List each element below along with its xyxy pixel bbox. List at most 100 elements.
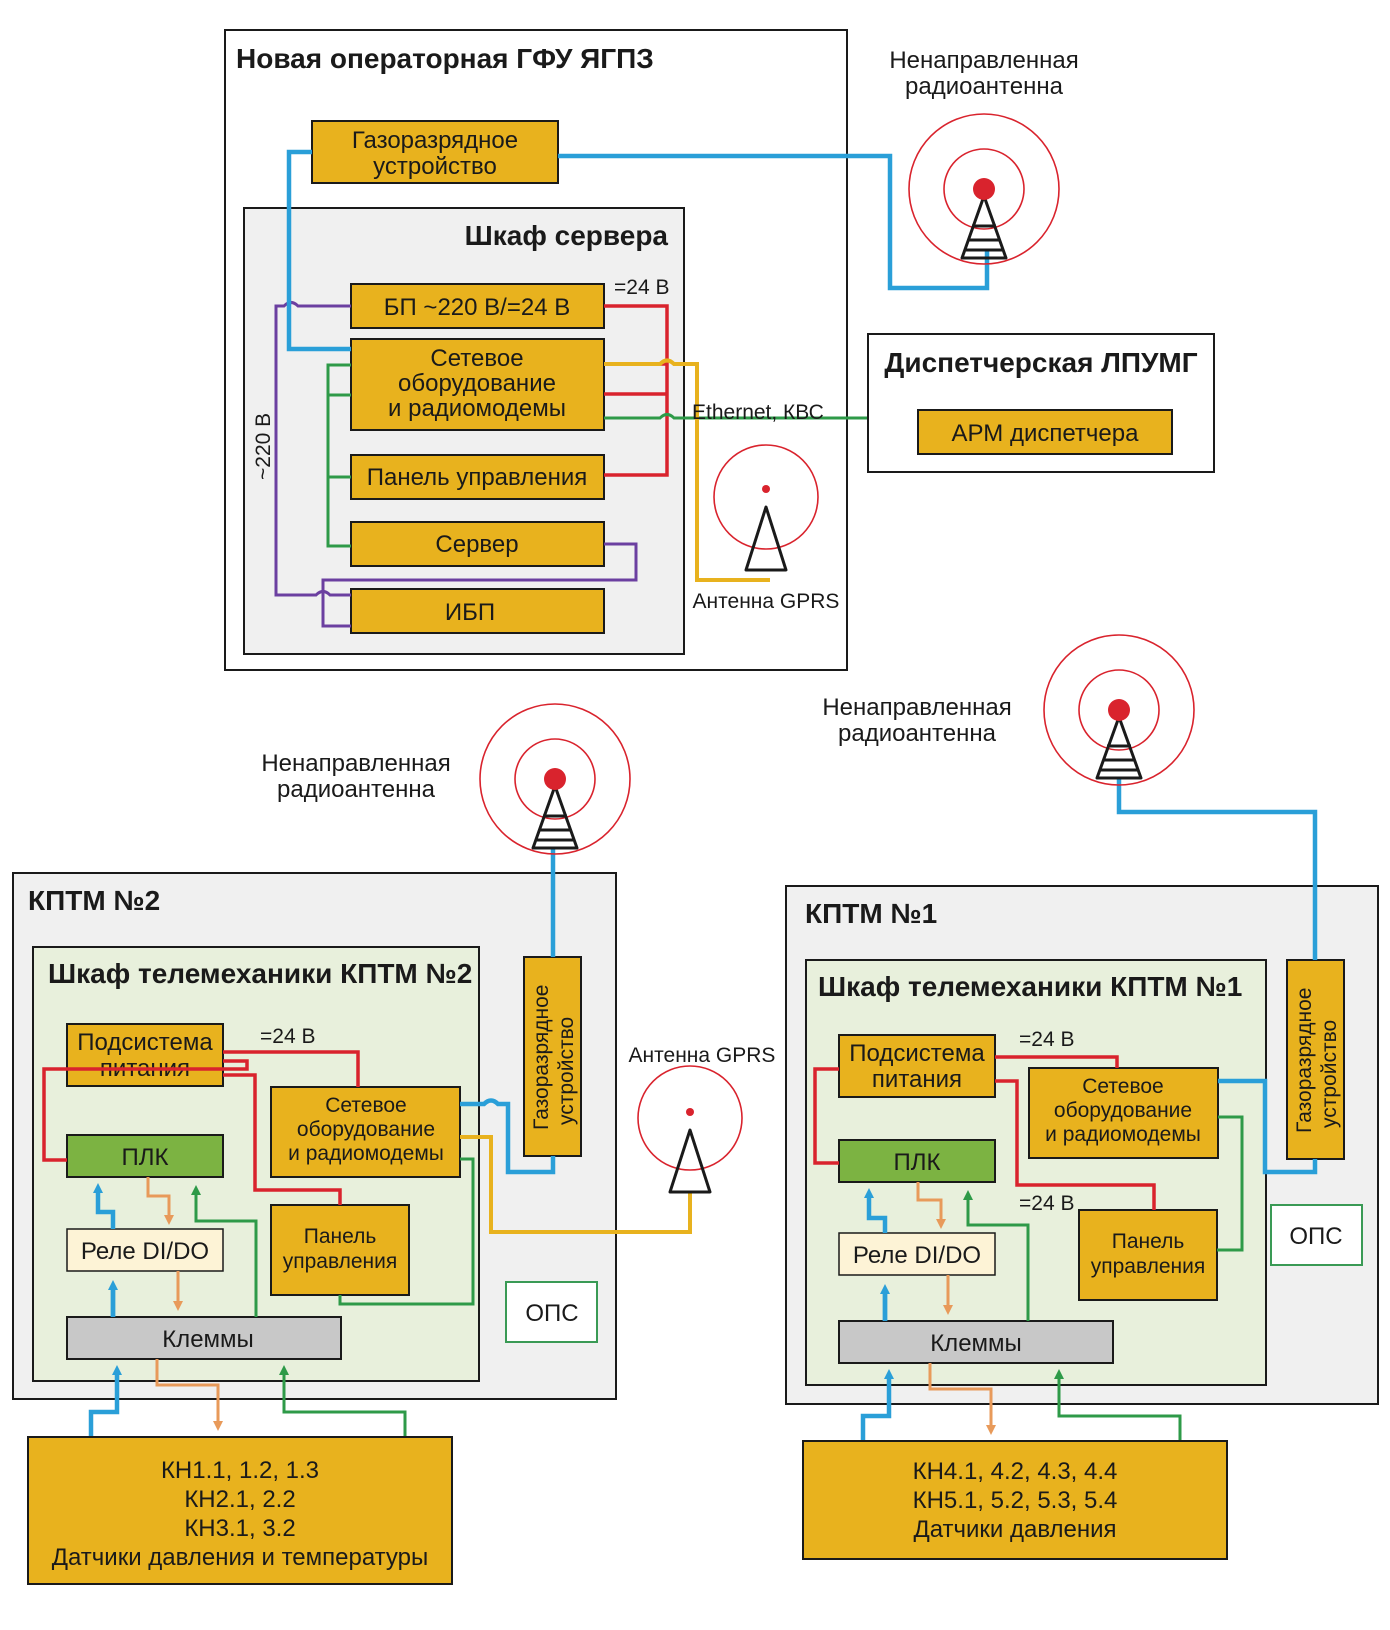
kptm2-network-line2: оборудование: [297, 1118, 435, 1141]
kptm2-radio-antenna: [479, 703, 631, 855]
gfu-antenna-dot: [973, 178, 995, 200]
kptm1-network-box: [1028, 1067, 1219, 1159]
server-label: Сервер: [435, 531, 518, 558]
kptm1-dc-to-panel: [995, 1079, 1156, 1210]
gprs-cable: [604, 358, 770, 582]
kptm2-antenna-label-line2: радиоантенна: [277, 776, 436, 803]
kptm2-antenna-tower-icon: [531, 784, 579, 850]
kptm2-plc-to-relay-arrow: [146, 1177, 174, 1225]
gfu-antenna-tower-icon: [960, 194, 1008, 260]
kptm1-field-line3: Датчики давления: [913, 1516, 1116, 1543]
server-box: [350, 521, 605, 567]
kptm2-terminals-to-plc-arrow: [191, 1185, 258, 1317]
ac-220-line: [274, 301, 351, 597]
server-cabinet-title: Шкаф сервера: [465, 220, 669, 251]
gfu-title: Новая операторная ГФУ ЯГПЗ: [236, 43, 654, 74]
kptm1-field-devices: КН4.1, 4.2, 4.3, 4.4 КН5.1, 5.2, 5.3, 5.…: [802, 1363, 1228, 1560]
kptm2-antenna-dot: [544, 768, 566, 790]
kptm2-gprs-dot: [686, 1108, 694, 1116]
kptm1-plc-to-relay-arrow: [916, 1182, 946, 1229]
kptm2-field-devices: КН1.1, 1.2, 1.3 КН2.1, 2.2 КН3.1, 3.2 Да…: [27, 1359, 453, 1585]
gfu-gprs-ring: [713, 444, 819, 550]
gfu-antenna-label-line1: Ненаправленная: [889, 47, 1078, 74]
kptm2-gprs-antenna: [637, 1065, 743, 1194]
kptm1-cabinet-title: Шкаф телемеханики КПТМ №1: [818, 971, 1242, 1002]
ups-label: ИБП: [445, 599, 495, 626]
kptm2-ops-label: ОПС: [525, 1300, 578, 1327]
kptm2-gprs-cable: [460, 1135, 692, 1234]
kptm2-field-green-arrow: [279, 1365, 407, 1437]
kptm2-cabinet-title: Шкаф телемеханики КПТМ №2: [48, 958, 472, 989]
kptm2-ops-box: [505, 1281, 598, 1343]
kptm2-dc-to-plc: [42, 1059, 249, 1162]
server-ac-label: ~220 В: [252, 413, 275, 480]
kptm1-rf-to-antenna: [1116, 778, 1318, 960]
kptm1-title: КПТМ №1: [805, 898, 937, 929]
kptm1-power-line1: Подсистема: [849, 1040, 985, 1067]
kptm2-relay-label: Реле DI/DO: [81, 1238, 209, 1265]
kptm1-dc-label-2: =24 В: [1019, 1192, 1074, 1215]
kptm1-lan-panel: [1217, 1115, 1244, 1252]
kptm1-radio-antenna: [1043, 634, 1195, 786]
kptm2-field-in-arrow: [88, 1365, 122, 1437]
kptm2-lan-panel: [338, 1157, 475, 1306]
kptm2-terminals-label: Клеммы: [162, 1326, 254, 1353]
kptm1-dc-label-1: =24 В: [1019, 1028, 1074, 1051]
kptm2-gprs-label: Антенна GPRS: [629, 1044, 776, 1067]
gfu-gprs-label: Антенна GPRS: [693, 590, 840, 613]
arm-label: АРМ диспетчера: [952, 420, 1140, 447]
kptm1-panel-line2: управления: [1091, 1255, 1206, 1278]
kptm2-gas-device-line1: Газоразрядное: [530, 985, 553, 1130]
kptm1-field-line1: КН4.1, 4.2, 4.3, 4.4: [913, 1458, 1118, 1485]
kptm1-power-line2: питания: [872, 1066, 962, 1093]
control-panel-box: [350, 454, 605, 500]
kptm1-antenna-dot: [1108, 699, 1130, 721]
psu-label: БП ~220 В/=24 В: [384, 294, 570, 321]
kptm2-power-line1: Подсистема: [77, 1029, 213, 1056]
rf-cable-to-network: [286, 149, 351, 352]
kptm1-relay-box: [838, 1232, 996, 1276]
kptm2-panel-line2: управления: [283, 1250, 398, 1273]
dispatcher-room: Диспетчерская ЛПУМГ АРМ диспетчера: [867, 333, 1215, 473]
gfu-gas-device-line2: устройство: [373, 153, 497, 180]
kptm1-panel-line1: Панель: [1112, 1230, 1185, 1253]
network-line2: оборудование: [398, 370, 556, 397]
kptm2-relay-box: [66, 1228, 224, 1272]
kptm2-gprs-tower-icon: [668, 1128, 712, 1194]
kptm1-gas-device-box: [1286, 959, 1345, 1160]
kptm1-dc-to-network: [995, 1055, 1119, 1068]
gfu-gas-device-line1: Газоразрядное: [352, 127, 518, 154]
control-panel-label: Панель управления: [367, 464, 587, 491]
kptm1-antenna-outer-ring: [1043, 634, 1195, 786]
kptm1-antenna-label-line1: Ненаправленная: [822, 694, 1011, 721]
kptm1-plc-label: ПЛК: [894, 1149, 941, 1176]
dc-24-bus: [604, 304, 669, 477]
kptm2: КПТМ №2 Шкаф телемеханики КПТМ №2 Подсис…: [12, 848, 692, 1400]
server-ups-line: [321, 542, 638, 628]
kptm2-title: КПТМ №2: [28, 885, 160, 916]
kptm1-terminals-label: Клеммы: [930, 1330, 1022, 1357]
kptm2-network-line3: и радиомодемы: [288, 1142, 444, 1165]
kptm2-field-line1: КН1.1, 1.2, 1.3: [161, 1457, 319, 1484]
dispatcher-title: Диспетчерская ЛПУМГ: [884, 347, 1197, 378]
kptm1: КПТМ №1 Шкаф телемеханики КПТМ №1 Подсис…: [785, 778, 1379, 1405]
kptm1-gas-device-line1: Газоразрядное: [1293, 988, 1316, 1133]
kptm2-field-line3: КН3.1, 3.2: [184, 1515, 295, 1542]
kptm2-gas-device-line2: устройство: [555, 1017, 578, 1125]
kptm2-antenna-outer-ring: [479, 703, 631, 855]
kptm2-field-line4: Датчики давления и температуры: [52, 1544, 429, 1571]
kptm1-field-line2: КН5.1, 5.2, 5.3, 5.4: [913, 1487, 1118, 1514]
kptm1-relay-label: Реле DI/DO: [853, 1242, 981, 1269]
kptm1-antenna-tower-icon: [1095, 715, 1143, 780]
arm-box: [917, 409, 1173, 455]
kptm2-rf-to-gas-device: [460, 1098, 556, 1175]
kptm2-antenna-inner-ring: [514, 738, 596, 820]
network-line1: Сетевое: [430, 345, 523, 372]
gfu-radio-antenna: [908, 113, 1060, 265]
kptm2-plc-box: [66, 1134, 224, 1178]
kptm1-power-box: [838, 1034, 996, 1098]
kptm1-network-line2: оборудование: [1054, 1099, 1192, 1122]
gfu-gas-device: [311, 120, 559, 184]
network-line3: и радиомодемы: [388, 395, 566, 422]
